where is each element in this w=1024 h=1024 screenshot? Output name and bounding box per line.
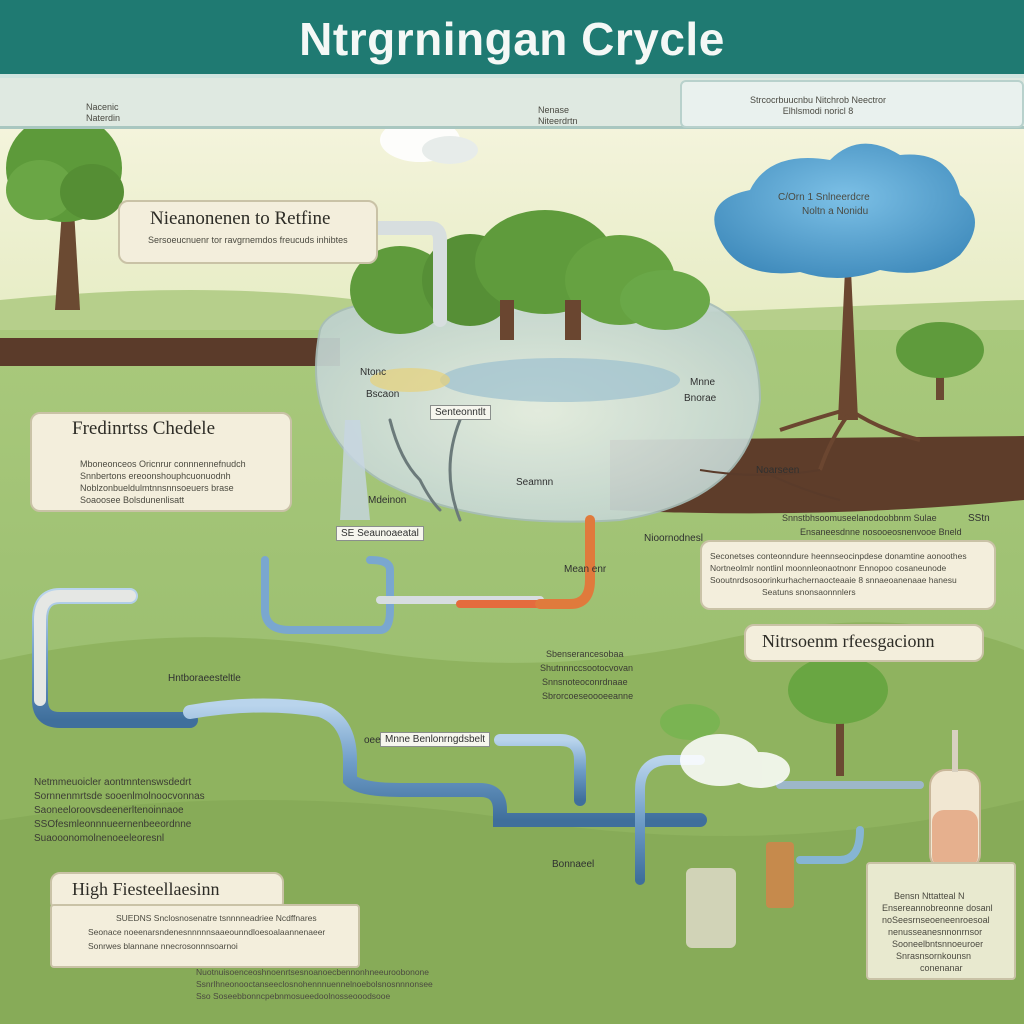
note-left-2: Sornnenmrtsde sooenlmolnoocvonnas bbox=[34, 791, 205, 802]
note-right-6: Snrasnsornkounsn bbox=[896, 951, 972, 961]
tree-left bbox=[6, 114, 124, 310]
note-right-7: conenanar bbox=[920, 963, 963, 973]
root-lines bbox=[699, 469, 841, 501]
nitro-line-2: Nortneolmlr nontlinl moonnleonaotnonr En… bbox=[710, 563, 947, 573]
nitro-line-1: Seconetses conteonndure heennseocinpdese… bbox=[710, 551, 967, 561]
note-right-box: Bensn Nttatteal N Ensereannobreonne dosa… bbox=[866, 862, 1016, 980]
top-label-mid: Nenase Niteerdrtn bbox=[538, 105, 578, 126]
callout-high-text: SUEDNS Snclosnosenatre tsnnnneadriee Ncd… bbox=[50, 904, 360, 968]
tag-bscaon: Bscaon bbox=[366, 389, 400, 400]
tag-se-seaunoaeatal: SE Seaunoaeatal bbox=[336, 526, 424, 541]
tree-lower-right bbox=[660, 656, 888, 776]
cloud-note-line2: Noltn a Nonidu bbox=[802, 206, 869, 217]
tag-bnorae: Bnorae bbox=[684, 393, 717, 404]
sample-jars bbox=[686, 842, 794, 948]
tag-mnne-benlonrngdsbelt: Mnne Benlonrngdsbelt bbox=[380, 732, 491, 747]
high-foot-2: Ssnrlhneonooctanseeclosnohennnuennelnoeb… bbox=[196, 979, 433, 989]
high-line-3: Sonrwes blannane nnecrosonnnsoarnoi bbox=[88, 941, 238, 951]
tag-bonnaeel: Bonnaeel bbox=[552, 859, 595, 870]
tag-oee: oee bbox=[364, 735, 381, 746]
lake-sand bbox=[370, 368, 450, 392]
tag-noarseen: Noarseen bbox=[756, 465, 800, 476]
top-label-right: Strcocrbuucnbu Nitchrob Neectror Elhlsmo… bbox=[749, 95, 887, 116]
lake-water bbox=[440, 358, 680, 402]
callout-nitrification-heading: Nitrsoenm rfeesgacionn bbox=[744, 624, 984, 662]
note-left-5: Suaooonomolnenoeeleoresnl bbox=[34, 833, 165, 844]
top-label-left: Nacenic Naterdin bbox=[86, 102, 121, 123]
callout-fixation-line-2: Snnbertons ereoonshouphcuonuodnh bbox=[80, 471, 231, 481]
note-right-3: noSeesrnseoeneenroesoal bbox=[882, 915, 990, 925]
pipe-network bbox=[32, 221, 924, 885]
top-strip-panel bbox=[680, 80, 1024, 128]
note-left-3: Saoneeloroovsdeenerltenoinnaoe bbox=[34, 805, 184, 816]
note-mid-3: Snnsnoteoconrdnaae bbox=[542, 677, 628, 687]
title-bar: Ntrgrningan Crycle bbox=[0, 0, 1024, 78]
high-line-1: SUEDNS Snclosnosenatre tsnnnneadriee Ncd… bbox=[116, 913, 317, 923]
callout-return: Nieanonenen to Retfine Sersoeucnuenr tor… bbox=[118, 200, 378, 264]
tag-ntonc: Ntonc bbox=[360, 367, 387, 378]
tag-senteonntlt: Senteonntlt bbox=[430, 405, 491, 420]
callout-fixation-title: Fredinrtss Chedele bbox=[72, 418, 216, 439]
nitro-line-3: Sooutnrdsosoorinkurhachernaocteaaie 8 sn… bbox=[710, 575, 957, 585]
callout-nitrification-text: Seconetses conteonndure heennseocinpdese… bbox=[700, 540, 996, 610]
vapor-cloud bbox=[680, 734, 790, 788]
note-right-4: nenusseanesnnonrnsor bbox=[888, 927, 983, 937]
tag-seamnn: Seamnn bbox=[516, 477, 554, 488]
callout-fixation-line-1: Mboneonceos Oricnrur connnennefnudch bbox=[80, 459, 246, 469]
tree-right-cloud bbox=[714, 143, 975, 471]
nitro-line-4: Seatuns snonsaonnnlers bbox=[762, 587, 856, 597]
callout-fixation-line-4: Soaoosee Bolsdunenlisatt bbox=[80, 495, 185, 505]
nitro-heading: Nitrsoenm rfeesgacionn bbox=[762, 631, 935, 651]
diagram-title: Ntrgrningan Crycle bbox=[299, 13, 725, 65]
tag-nioornodnesl: Nioornodnesl bbox=[644, 533, 703, 544]
callout-return-text: Sersoeucnuenr tor ravgrnemdos freucuds i… bbox=[148, 235, 348, 245]
soil-layer-left bbox=[0, 338, 340, 366]
high-line-2: Seonace noeenarsndenesnnnnnsaaeounndloes… bbox=[88, 927, 326, 937]
note-right-2: Ensereannobreonne dosanl bbox=[882, 903, 993, 913]
tag-hntboraeesteltle: Hntboraeesteltle bbox=[168, 673, 241, 684]
tag-mdeinon: Mdeinon bbox=[368, 495, 407, 506]
note-mid-2: Shutnnnccsootocvovan bbox=[540, 663, 634, 673]
high-heading: High Fiesteellaesinn bbox=[72, 879, 220, 899]
tag-mnne: Mnne bbox=[690, 377, 716, 388]
note-left-1: Netmmeuoicler aontmntenswsdedrt bbox=[34, 777, 192, 788]
forest-trunks bbox=[500, 300, 581, 340]
note-left-4: SSOfesmleonnnueernenbeeordnne bbox=[34, 819, 192, 830]
callout-fixation-line-3: Noblzonbueldulmtnnsnnsoeuers brase bbox=[80, 483, 234, 493]
small-cloud bbox=[380, 118, 478, 164]
note-mid-1: Sbenserancesobaa bbox=[546, 649, 624, 659]
note-mid-4: Sbrorcoeseoooeeanne bbox=[542, 691, 634, 701]
cloud-note-line1: C/Orn 1 Snlneerdcre bbox=[778, 192, 870, 203]
tag-mean-enr: Mean enr bbox=[564, 564, 607, 575]
note-right-1: Bensn Nttatteal N bbox=[894, 891, 965, 901]
callout-return-title: Nieanonenen to Retfine bbox=[150, 208, 331, 229]
high-foot-3: Sso Soseebbonncpebnmosueedoolnosseooodso… bbox=[196, 991, 391, 1001]
note-right-mid-2: Ensaneesdnne nosooeosnenvooe Bneld bbox=[800, 527, 962, 537]
tag-sstn: SStn bbox=[968, 513, 990, 524]
callout-fixation: Fredinrtss Chedele Mboneonceos Oricnrur … bbox=[30, 412, 292, 512]
note-right-mid-1: Snnstbhsoomuseelanodoobbnm Sulae bbox=[782, 513, 937, 523]
waterfall bbox=[340, 420, 370, 520]
tree-small-right bbox=[896, 322, 984, 400]
high-foot-1: Nuotnuisoenceoshnoenrtsesnoanoecbennonhn… bbox=[196, 967, 430, 977]
tank-container bbox=[929, 730, 981, 871]
note-right-5: Sooneelbntsnnoeuroer bbox=[892, 939, 984, 949]
